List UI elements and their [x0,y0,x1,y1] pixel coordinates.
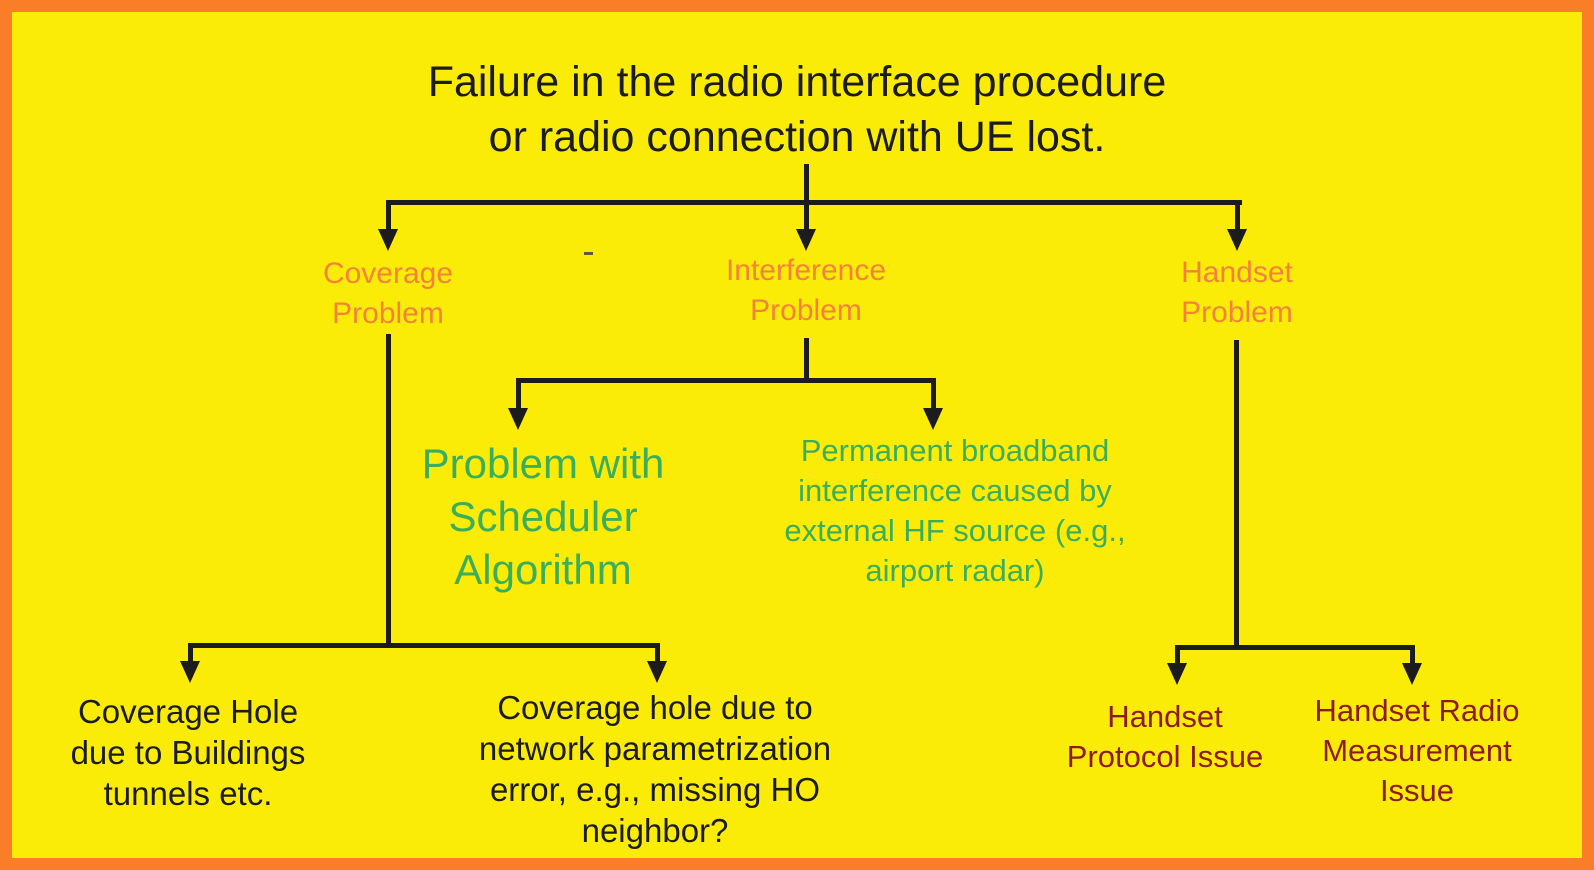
connector-interference-stem [804,338,809,382]
connector-coverage-bar [188,643,660,648]
node-coverage-hole-parametrization: Coverage hole due to network parametriza… [478,689,832,849]
connector-handset-bar [1175,645,1415,650]
connector-coverage-long-stem [386,334,391,647]
connector-measurement-drop [1410,645,1415,665]
arrow-down-coverage-hole-icon [180,661,200,683]
connector-handset-drop [1235,200,1240,231]
arrow-down-interference-icon [796,229,816,251]
stray-mark-artifact [584,252,593,255]
node-handset-radio-measurement-issue: Handset Radio Measurement Issue [1314,693,1520,808]
node-coverage-problem: Coverage Problem [322,257,454,330]
connector-level1-bar [386,200,1242,205]
arrow-down-broadband-icon [923,408,943,430]
node-scheduler-algorithm: Problem with Scheduler Algorithm [421,440,665,593]
arrow-down-coverage-icon [378,229,398,251]
connector-interference-bar [516,378,935,383]
connector-coverage-hole-drop [188,643,193,663]
connector-broadband-drop [931,378,936,410]
connector-root-stem [804,164,809,231]
node-interference-problem: Interference Problem [725,254,887,327]
connector-param-error-drop [655,643,660,663]
node-coverage-hole-buildings: Coverage Hole due to Buildings tunnels e… [70,693,306,812]
node-handset-protocol-issue: Handset Protocol Issue [1066,699,1264,774]
arrow-down-param-error-icon [647,661,667,683]
arrow-down-scheduler-icon [508,408,528,430]
connector-handset-long-stem [1234,340,1239,649]
arrow-down-measurement-icon [1402,663,1422,685]
connector-scheduler-drop [516,378,521,410]
node-handset-problem: Handset Problem [1181,256,1293,329]
connector-protocol-drop [1175,645,1180,665]
arrow-down-protocol-icon [1167,663,1187,685]
connector-coverage-drop [386,200,391,231]
node-root-failure: Failure in the radio interface procedure… [427,58,1167,161]
arrow-down-handset-icon [1227,229,1247,251]
node-broadband-interference: Permanent broadband interference caused … [784,433,1126,588]
